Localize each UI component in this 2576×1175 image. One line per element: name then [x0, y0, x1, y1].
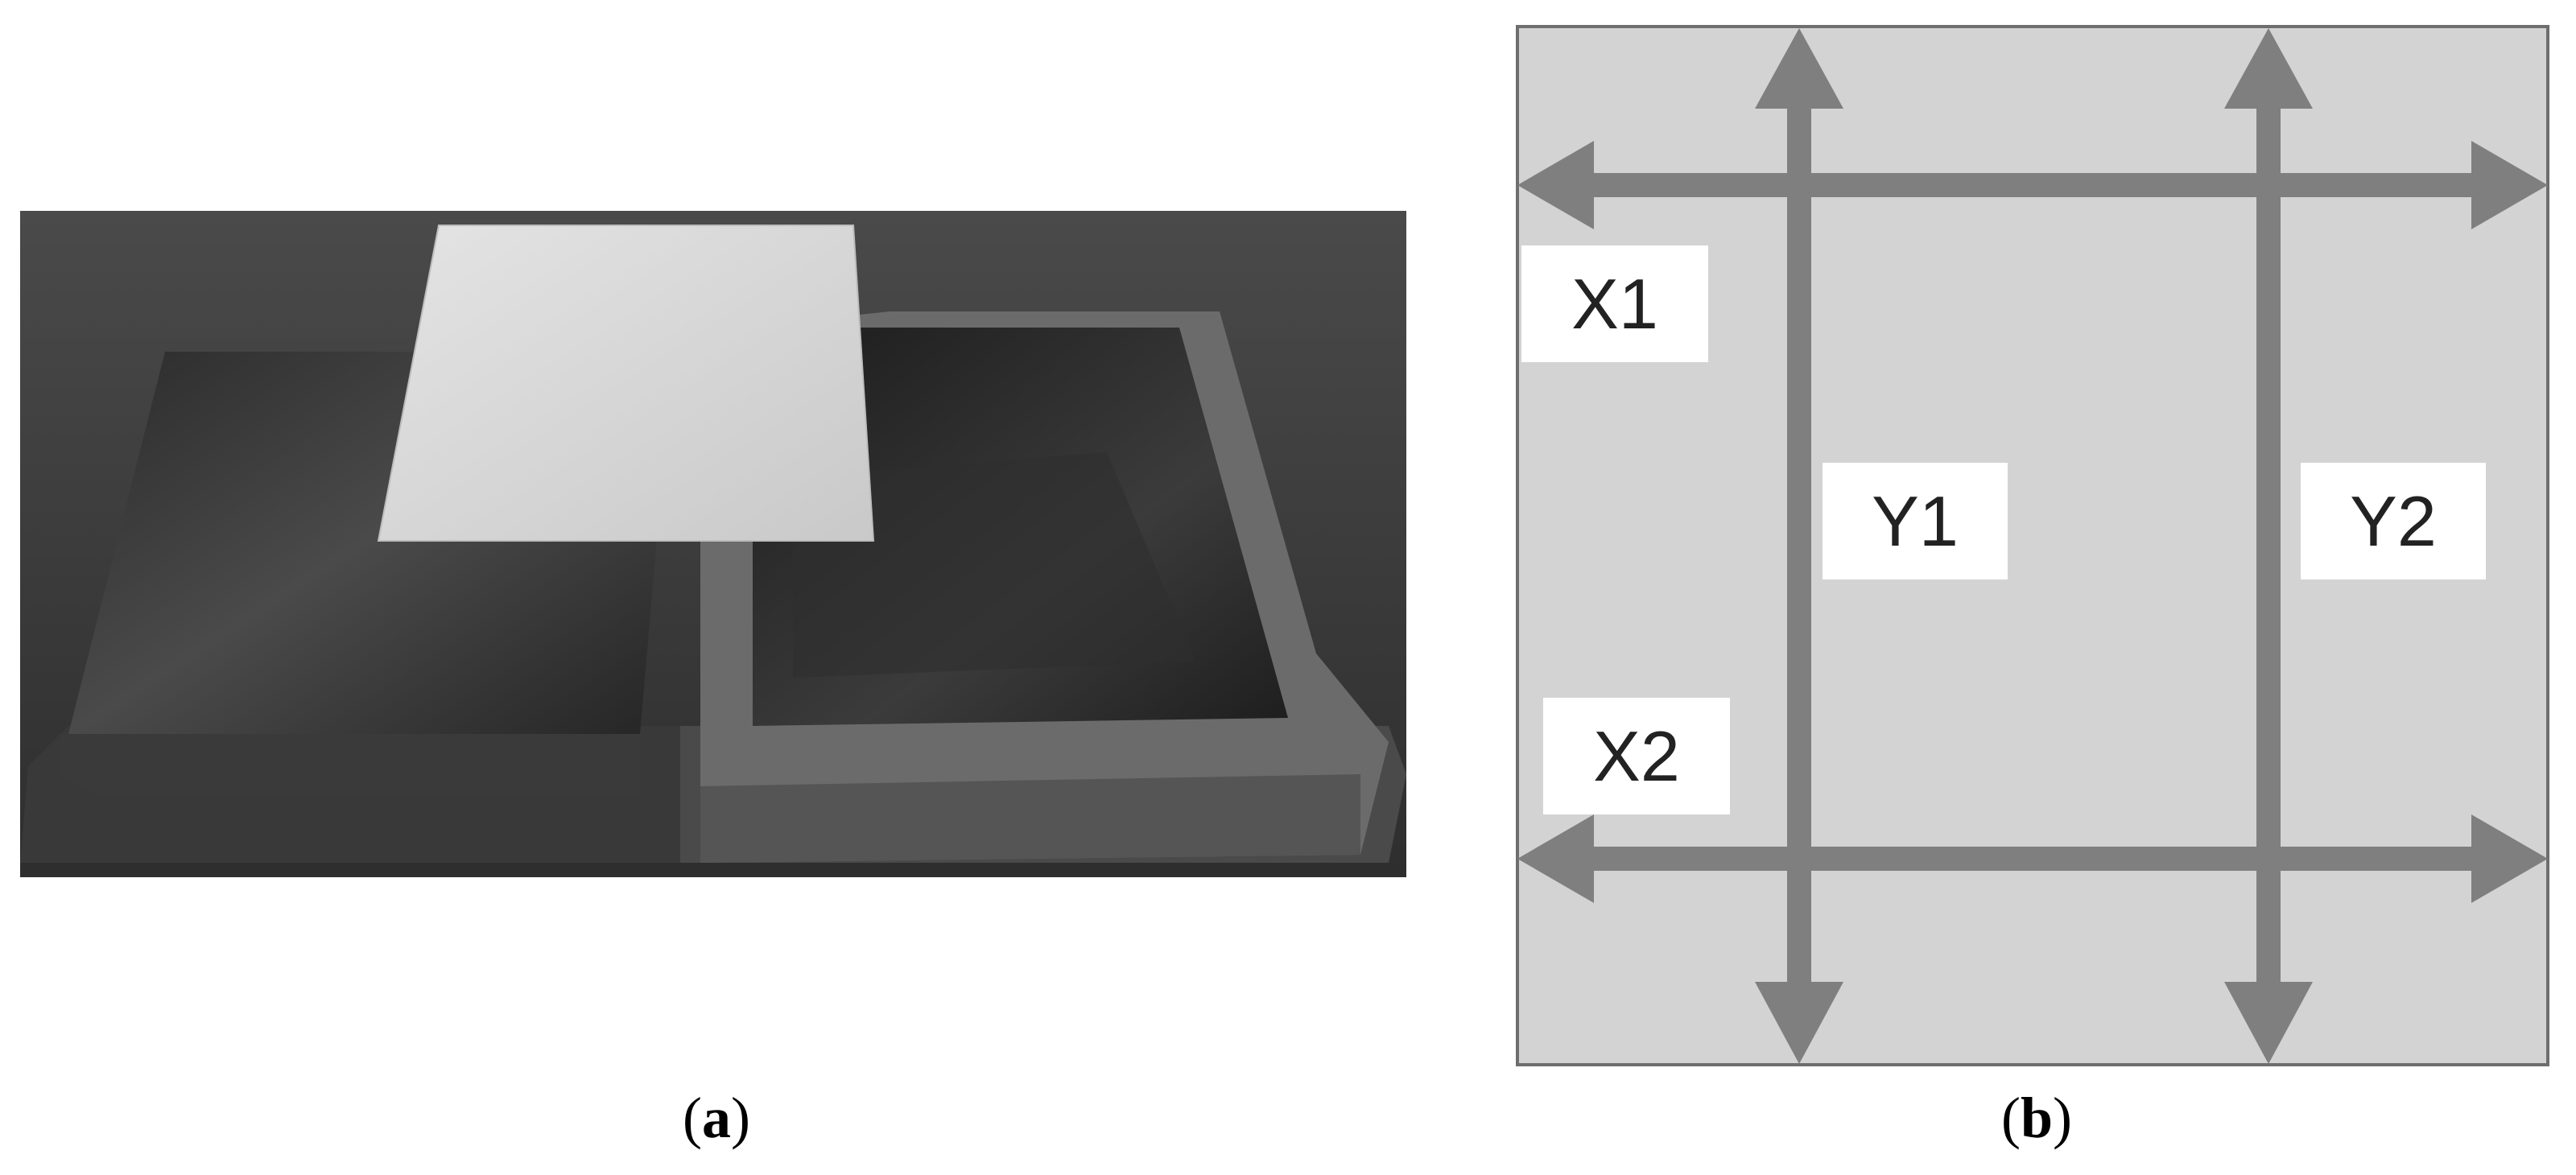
label-x1-text: X1 [1571, 264, 1658, 344]
label-y1: Y1 [1823, 463, 2008, 579]
label-y1-text: Y1 [1872, 481, 1959, 561]
arrow-y2 [2224, 28, 2313, 1064]
measurement-diagram: X1 X2 Y1 Y2 [1516, 25, 2549, 1066]
sheet-plate [377, 225, 875, 542]
caption-panel-b: (b) [1916, 1085, 2157, 1152]
label-y2-text: Y2 [2350, 481, 2437, 561]
punch-block-side [60, 734, 640, 798]
label-y2: Y2 [2301, 463, 2486, 579]
caption-b-letter: b [2020, 1086, 2054, 1150]
arrow-x2 [1517, 814, 2548, 903]
caption-a-open: ( [683, 1086, 702, 1150]
caption-b-open: ( [2000, 1086, 2021, 1150]
die-frame-side [700, 774, 1360, 863]
cavity-floor-highlight [793, 452, 1195, 678]
caption-b-close: ) [2053, 1086, 2072, 1150]
photo-mold-and-plate [20, 211, 1406, 877]
caption-panel-a: (a) [596, 1085, 837, 1152]
caption-a-close: ) [731, 1086, 750, 1150]
label-x1: X1 [1521, 245, 1708, 362]
arrow-y1 [1755, 28, 1843, 1064]
caption-a-letter: a [702, 1086, 731, 1150]
label-x2-text: X2 [1593, 716, 1680, 796]
label-x2: X2 [1543, 698, 1730, 814]
arrow-x1 [1517, 141, 2548, 229]
